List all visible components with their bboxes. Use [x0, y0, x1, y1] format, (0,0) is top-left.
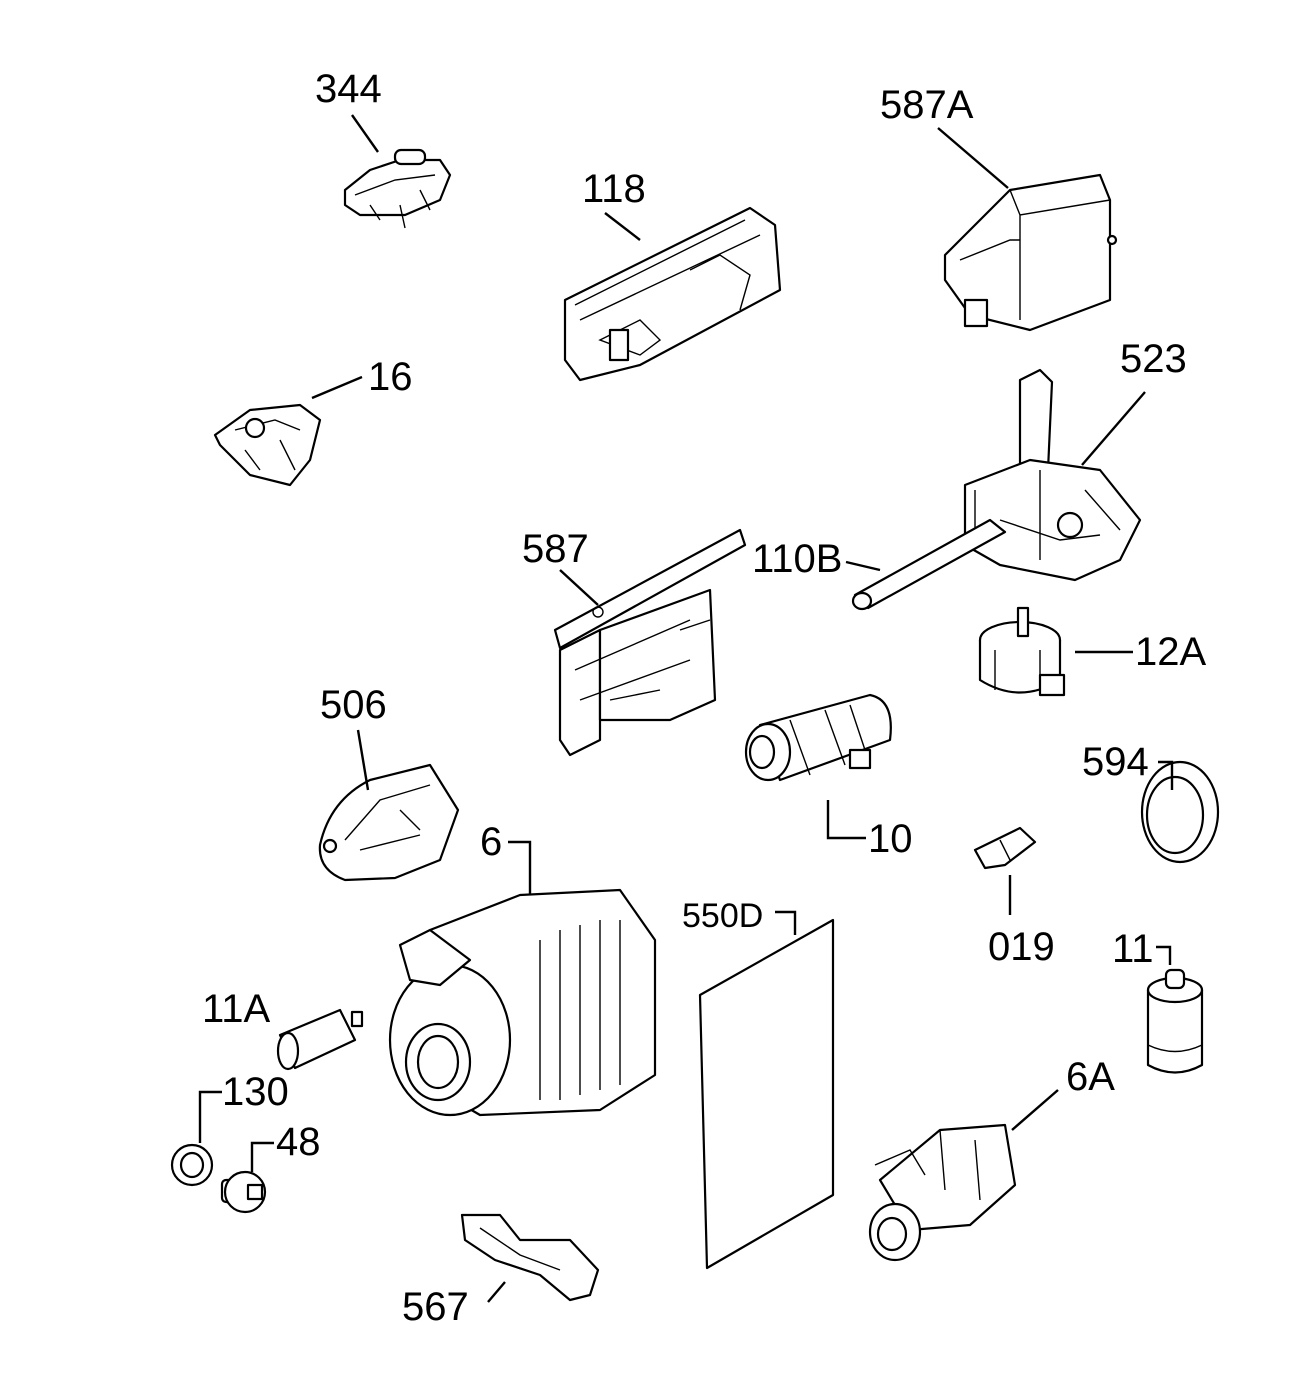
label-12A: 12A	[1135, 630, 1206, 674]
label-587: 587	[522, 527, 589, 571]
label-506: 506	[320, 683, 387, 727]
part-506	[318, 763, 460, 882]
part-10	[744, 693, 892, 782]
leader-11	[1156, 945, 1172, 965]
part-110B	[851, 518, 1007, 611]
part-12A	[978, 606, 1066, 697]
label-48: 48	[276, 1120, 321, 1164]
leader-506	[356, 729, 370, 791]
part-550D	[698, 918, 835, 1270]
label-6: 6	[480, 820, 502, 864]
leader-594	[1158, 760, 1174, 790]
label-567: 567	[402, 1285, 469, 1329]
label-11A: 11A	[202, 987, 271, 1031]
label-550D: 550D	[682, 897, 763, 935]
part-6A	[868, 1123, 1017, 1262]
leader-118	[604, 212, 641, 241]
label-10: 10	[868, 817, 913, 861]
label-110B: 110B	[752, 537, 842, 581]
label-11: 11	[1112, 927, 1154, 971]
leader-567	[487, 1281, 506, 1303]
label-16: 16	[368, 355, 413, 399]
leader-344	[351, 114, 379, 153]
part-523	[963, 368, 1142, 582]
part-594	[1140, 760, 1220, 864]
label-344: 344	[315, 67, 382, 111]
part-130	[170, 1143, 214, 1187]
leader-587	[559, 569, 599, 606]
part-11A	[276, 1008, 364, 1071]
part-567	[460, 1213, 600, 1302]
leader-10	[826, 800, 866, 840]
leader-550D	[775, 910, 797, 935]
part-6	[388, 888, 657, 1117]
label-6A: 6A	[1066, 1055, 1115, 1099]
part-16	[213, 403, 322, 487]
leader-6	[508, 840, 532, 895]
label-523: 523	[1120, 337, 1187, 381]
leader-16	[311, 375, 363, 400]
leader-6A	[1011, 1089, 1059, 1131]
leader-110B	[845, 560, 881, 572]
leader-130	[198, 1090, 222, 1143]
label-019: 019	[988, 925, 1055, 969]
part-587A	[943, 173, 1118, 332]
leader-48	[250, 1141, 274, 1172]
leader-587A	[937, 127, 1009, 189]
label-130: 130	[222, 1070, 289, 1114]
part-48	[220, 1170, 267, 1214]
part-118	[563, 206, 782, 382]
leader-523	[1081, 391, 1146, 466]
label-594: 594	[1082, 740, 1149, 784]
part-587	[553, 528, 747, 757]
label-118: 118	[582, 167, 646, 211]
part-11	[1146, 968, 1204, 1074]
part-344	[343, 148, 452, 229]
label-587A: 587A	[880, 83, 974, 127]
part-019	[973, 826, 1037, 870]
